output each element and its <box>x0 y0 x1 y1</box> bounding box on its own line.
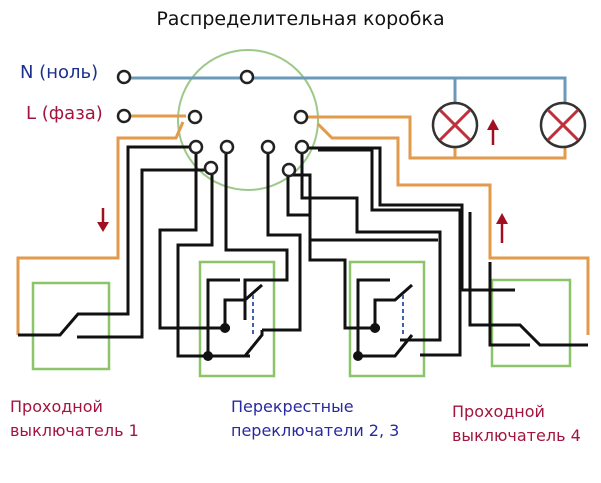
caption-line: Перекрестные <box>231 397 354 416</box>
phase-input-terminal <box>116 108 132 124</box>
caption-line: переключатели 2, 3 <box>231 421 400 440</box>
lamp-2 <box>539 101 587 149</box>
switch-1-caption: Проходной выключатель 1 <box>10 395 139 443</box>
switch-3-box <box>348 260 426 378</box>
switch-1-box <box>31 281 111 371</box>
switch-2-box <box>198 260 276 378</box>
terminals <box>116 69 310 178</box>
junction-box <box>177 49 319 191</box>
caption-line: Проходной <box>452 402 545 421</box>
lamp-1 <box>431 101 479 149</box>
switch-4-caption: Проходной выключатель 4 <box>452 400 581 448</box>
diagram-title: Распределительная коробка <box>156 8 445 30</box>
caption-line: выключатель 4 <box>452 426 581 445</box>
caption-line: выключатель 1 <box>10 421 139 440</box>
neutral-input-terminal <box>116 69 132 85</box>
phase-label: L (фаза) <box>26 103 103 124</box>
cross-switches-caption: Перекрестные переключатели 2, 3 <box>231 395 399 443</box>
neutral-label: N (ноль) <box>20 62 99 83</box>
caption-line: Проходной <box>10 397 103 416</box>
phase-wire <box>16 114 590 335</box>
current-arrows <box>97 119 508 243</box>
junction-dots <box>203 323 380 361</box>
neutral-wire <box>124 76 567 105</box>
switch-4-box <box>490 278 572 368</box>
switch-wires <box>18 145 588 358</box>
